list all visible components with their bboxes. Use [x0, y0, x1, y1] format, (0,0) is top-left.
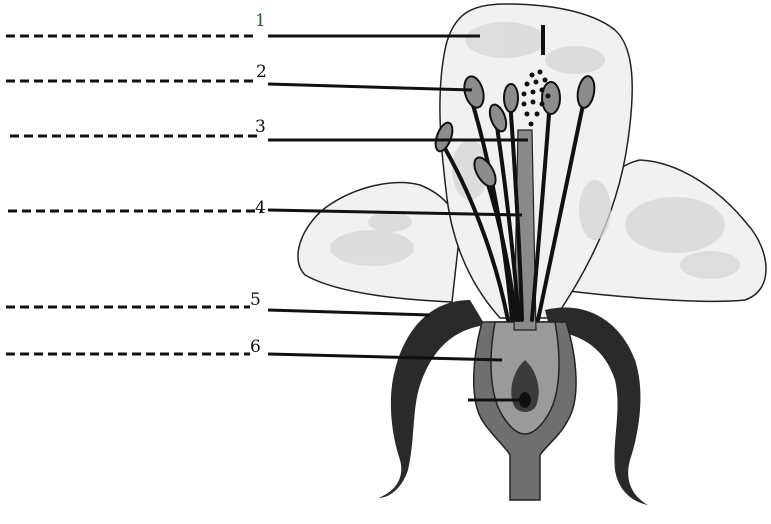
pollen-grain: [531, 100, 536, 105]
pollen-grain: [540, 88, 545, 93]
pollen-grain: [525, 82, 530, 87]
pointer-line-6: [268, 354, 502, 360]
label-number-5: 5: [250, 292, 261, 309]
label-number-4: 4: [255, 200, 266, 217]
pollen-grain: [529, 122, 534, 127]
pollen-grain: [522, 102, 527, 107]
pointer-line-5: [268, 310, 430, 315]
label-number-1: 1: [255, 13, 266, 30]
texture-blob: [579, 180, 611, 240]
pollen-grain: [534, 80, 539, 85]
ovule: [519, 392, 531, 408]
pollen-grain: [543, 78, 548, 83]
pollen-grain: [531, 90, 536, 95]
label-number-3: 3: [255, 119, 266, 136]
texture-blob: [465, 22, 545, 58]
texture-blob: [368, 212, 412, 232]
pollen-grain: [525, 112, 530, 117]
texture-blob: [330, 230, 414, 266]
pollen-grain: [538, 70, 543, 75]
label-number-2: 2: [256, 64, 267, 81]
pollen-grain: [535, 112, 540, 117]
pollen-grain: [540, 102, 545, 107]
pollen-grain: [546, 94, 551, 99]
texture-blob: [680, 251, 740, 279]
anther: [542, 82, 560, 114]
anther: [504, 84, 518, 112]
pollen-grain: [522, 92, 527, 97]
label-number-6: 6: [250, 339, 261, 356]
texture-blob: [625, 197, 725, 253]
texture-blob: [545, 46, 605, 74]
answer-lines: [6, 36, 262, 354]
pollen-grain: [530, 73, 535, 78]
